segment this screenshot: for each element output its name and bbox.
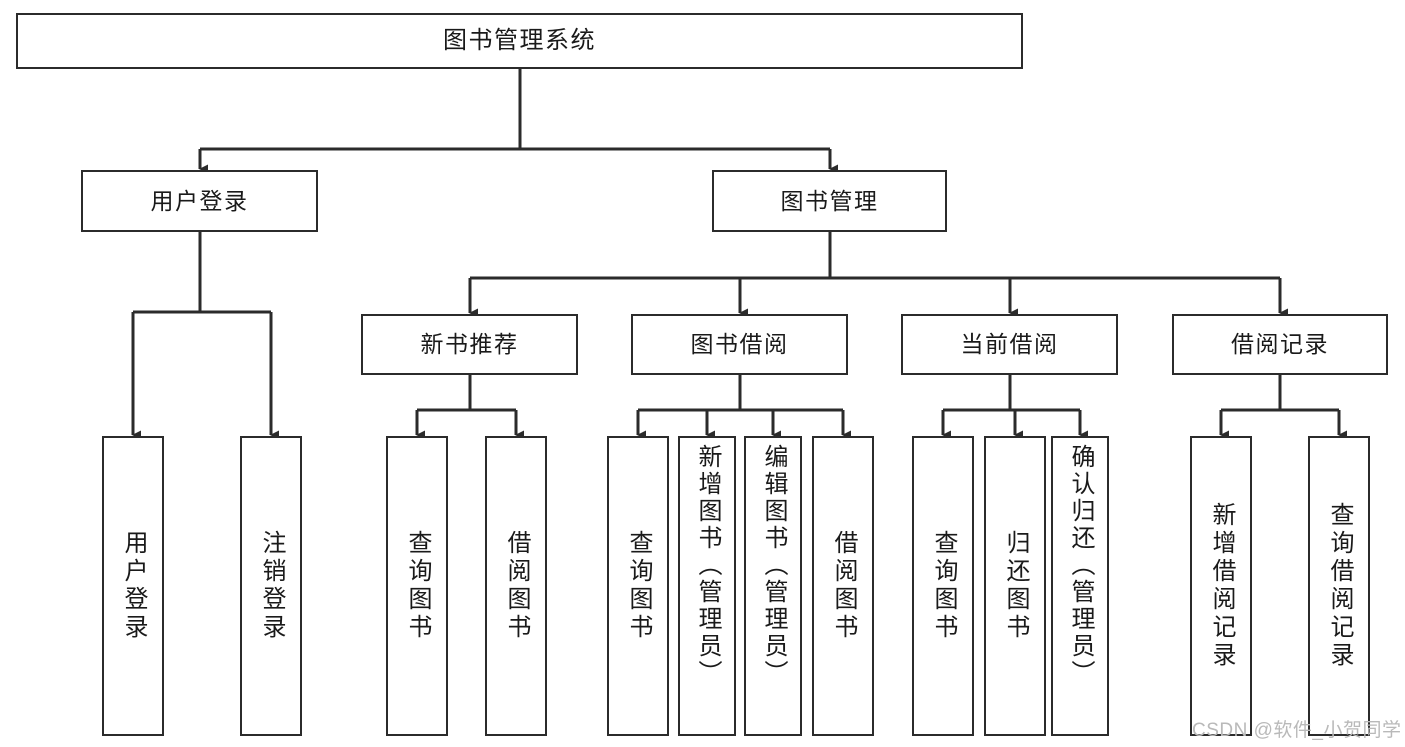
- node-label: 借阅记录: [1231, 331, 1329, 357]
- node-book-borrow[interactable]: 图书借阅: [631, 314, 848, 375]
- node-label: 新增图书（管理员）: [694, 444, 721, 687]
- node-leaf-borrow-book-1[interactable]: 借阅图书: [485, 436, 547, 736]
- node-label: 借阅图书: [830, 530, 857, 642]
- edges: [131, 69, 1347, 440]
- node-user-login[interactable]: 用户登录: [81, 170, 318, 232]
- node-leaf-user-login[interactable]: 用户登录: [102, 436, 164, 736]
- node-label: 图书管理: [780, 187, 879, 214]
- node-leaf-confirm-return[interactable]: 确认归还（管理员）: [1051, 436, 1109, 736]
- node-borrow-record[interactable]: 借阅记录: [1172, 314, 1388, 375]
- node-label: 编辑图书（管理员）: [760, 444, 787, 687]
- node-label: 借阅图书: [503, 530, 530, 642]
- node-leaf-add-book[interactable]: 新增图书（管理员）: [678, 436, 736, 736]
- node-label: 图书借阅: [690, 331, 789, 357]
- node-label: 新书推荐: [420, 331, 519, 357]
- node-label: 查询图书: [930, 530, 957, 642]
- node-leaf-query-book-3[interactable]: 查询图书: [912, 436, 974, 736]
- node-root[interactable]: 图书管理系统: [16, 13, 1023, 69]
- node-leaf-query-record[interactable]: 查询借阅记录: [1308, 436, 1370, 736]
- node-label: 确认归还（管理员）: [1067, 444, 1094, 687]
- node-book-manage[interactable]: 图书管理: [712, 170, 947, 232]
- node-label: 注销登录: [258, 530, 285, 642]
- node-label: 用户登录: [150, 187, 249, 214]
- node-label: 新增借阅记录: [1208, 502, 1235, 670]
- node-label: 当前借阅: [960, 331, 1059, 357]
- node-new-book-rec[interactable]: 新书推荐: [361, 314, 578, 375]
- node-leaf-return-book[interactable]: 归还图书: [984, 436, 1046, 736]
- node-leaf-borrow-book-2[interactable]: 借阅图书: [812, 436, 874, 736]
- node-label: 查询借阅记录: [1326, 502, 1353, 670]
- node-leaf-edit-book[interactable]: 编辑图书（管理员）: [744, 436, 802, 736]
- node-label: 查询图书: [404, 530, 431, 642]
- node-label: 查询图书: [625, 530, 652, 642]
- node-label: 归还图书: [1002, 530, 1029, 642]
- node-leaf-add-record[interactable]: 新增借阅记录: [1190, 436, 1252, 736]
- node-label: 图书管理系统: [443, 27, 596, 54]
- node-label: 用户登录: [120, 530, 147, 642]
- node-leaf-query-book-2[interactable]: 查询图书: [607, 436, 669, 736]
- node-leaf-query-book-1[interactable]: 查询图书: [386, 436, 448, 736]
- node-current-borrow[interactable]: 当前借阅: [901, 314, 1118, 375]
- node-leaf-logout[interactable]: 注销登录: [240, 436, 302, 736]
